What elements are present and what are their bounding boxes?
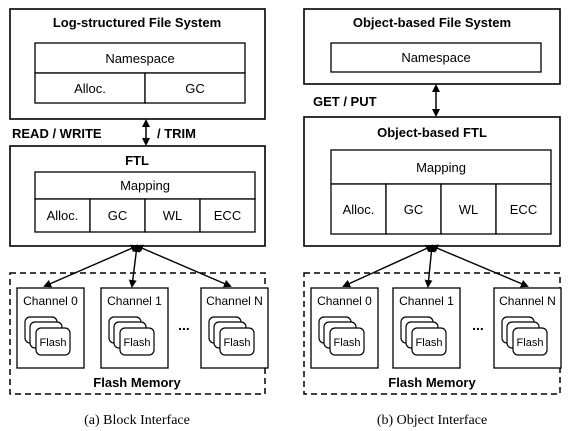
- get-put-label: GET / PUT: [313, 94, 377, 109]
- channel-ellipsis: ...: [178, 317, 190, 333]
- flash-chip-front: [119, 327, 155, 356]
- ftl-to-channel1-arrow: [128, 244, 141, 288]
- object-ftl-wl-label: WL: [459, 202, 479, 217]
- ftl-ecc-box: [199, 198, 256, 233]
- flash-chip-front: [219, 327, 255, 356]
- ftl-gc-label: GC: [108, 208, 128, 223]
- ftl-wl-label: WL: [163, 208, 183, 223]
- channel-label: Channel 0: [23, 294, 78, 308]
- channel-label: Channel N: [499, 294, 556, 308]
- ftl-title: FTL: [125, 153, 149, 168]
- channel-label: Channel N: [206, 294, 263, 308]
- object-ftl-to-channel0-arrow: [342, 244, 434, 288]
- flash-chip-label: Flash: [416, 337, 443, 349]
- channel-label: Channel 0: [317, 294, 372, 308]
- object-ftl-mapping-label: Mapping: [416, 160, 466, 175]
- object-interface-panel: Object-based File System Namespace GET /…: [303, 8, 562, 428]
- fs-alloc-label: Alloc.: [74, 81, 106, 96]
- object-ftl-mapping-box: [330, 149, 552, 185]
- object-interface-caption: (b) Object Interface: [377, 413, 487, 428]
- object-ftl-alloc-box: [330, 183, 387, 235]
- flash-chip-label: Flash: [334, 337, 361, 349]
- flash-chip-front: [411, 327, 447, 356]
- object-flash-memory-box: [303, 272, 561, 395]
- trim-label: / TRIM: [157, 126, 196, 141]
- object-ftl-alloc-label: Alloc.: [343, 202, 375, 217]
- block-interface-caption: (a) Block Interface: [84, 413, 190, 428]
- object-flash-memory-label: Flash Memory: [388, 375, 476, 390]
- object-ftl-gc-label: GC: [404, 202, 424, 217]
- ftl-mapping-box: [34, 171, 256, 200]
- fs-alloc-box: [34, 72, 146, 104]
- object-ftl-ecc-box: [495, 183, 552, 235]
- flash-memory-label: Flash Memory: [93, 375, 181, 390]
- object-ftl-to-channel1-arrow: [424, 244, 436, 288]
- ftl-alloc-label: Alloc.: [47, 208, 79, 223]
- flash-chip-front: [512, 327, 548, 356]
- ftl-wl-box: [144, 198, 201, 233]
- channel-label: Channel 1: [399, 294, 454, 308]
- fs-gc-box: [144, 72, 246, 104]
- flash-chip-label: Flash: [40, 337, 67, 349]
- ftl-mapping-label: Mapping: [120, 178, 170, 193]
- object-fs-namespace-label: Namespace: [401, 50, 470, 65]
- channel-label: Channel 1: [107, 294, 162, 308]
- object-ftl-gc-box: [385, 183, 442, 235]
- fs-namespace-box: [34, 42, 246, 74]
- flash-chip-front: [35, 327, 71, 356]
- channel-ellipsis: ...: [472, 317, 484, 333]
- read-write-label: READ / WRITE: [12, 126, 102, 141]
- object-fs-namespace-box: [330, 42, 542, 73]
- log-structured-fs-title: Log-structured File System: [53, 15, 221, 30]
- object-ftl-ecc-label: ECC: [510, 202, 537, 217]
- object-fs-title: Object-based File System: [353, 15, 511, 30]
- fs-namespace-label: Namespace: [105, 51, 174, 66]
- flash-chip-label: Flash: [517, 337, 544, 349]
- flash-chip-front: [329, 327, 365, 356]
- flash-chip-label: Flash: [224, 337, 251, 349]
- flash-chip-label: Flash: [124, 337, 151, 349]
- ftl-to-channel0-arrow: [43, 244, 139, 288]
- block-interface-panel: Log-structured File System Namespace All…: [9, 8, 269, 428]
- ftl-to-channelN-arrow: [135, 244, 232, 288]
- fs-gc-label: GC: [185, 81, 205, 96]
- object-ftl-title: Object-based FTL: [377, 125, 487, 140]
- object-ftl-wl-box: [440, 183, 497, 235]
- ftl-ecc-label: ECC: [214, 208, 241, 223]
- object-ftl-to-channelN-arrow: [430, 244, 529, 288]
